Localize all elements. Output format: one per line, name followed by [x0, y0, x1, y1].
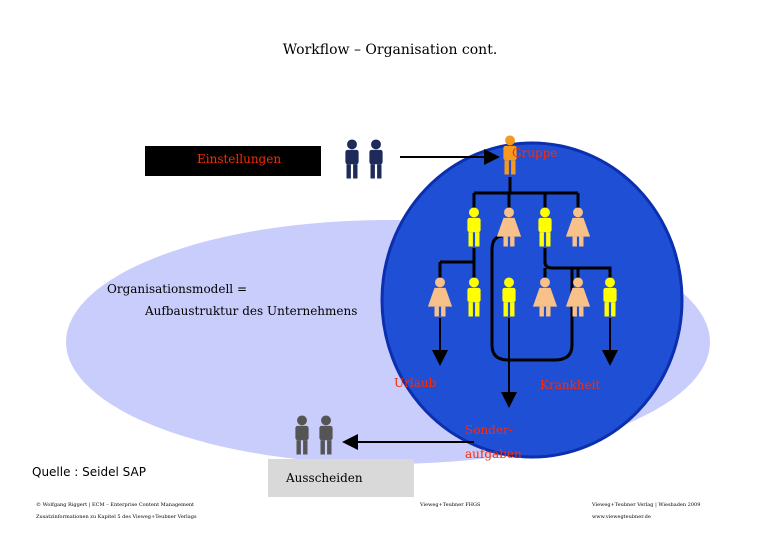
organisation-model-label: Organisationsmodell = — [107, 282, 247, 296]
einstellungen-box: Einstellungen — [145, 146, 321, 176]
organisation-structure-label: Aufbaustruktur des Unternehmens — [145, 304, 358, 318]
footer-left-line1: © Wolfgang Riggert | ECM – Enterprise Co… — [36, 502, 195, 508]
footer-right-line2: www.viewegteubner.de — [592, 514, 651, 520]
krankheit-label: Krankheit — [540, 378, 601, 392]
urlaub-label: Urlaub — [394, 376, 437, 390]
sonderaufgaben-line1: Sonder- — [465, 423, 513, 437]
footer-left-line2: Zusatzinformationen zu Kapitel 5 des Vie… — [36, 514, 197, 520]
person-icon — [345, 139, 359, 179]
footer-center: Vieweg+Teubner FHGS — [420, 502, 481, 508]
ausscheiden-box: Ausscheiden — [268, 459, 414, 497]
footer-right-line1: Vieweg+Teubner Verlag | Wiesbaden 2009 — [592, 502, 701, 508]
gruppe-label: Gruppe — [512, 146, 558, 160]
sonderaufgaben-label: Sonder- aufgaben — [465, 418, 522, 466]
person-icon — [369, 139, 383, 179]
source-label: Quelle : Seidel SAP — [32, 465, 146, 479]
page-title: Workflow – Organisation cont. — [282, 42, 498, 58]
group-circle — [380, 141, 684, 459]
hierarchy-lines — [438, 177, 612, 362]
sonderaufgaben-line2: aufgaben — [465, 447, 522, 461]
